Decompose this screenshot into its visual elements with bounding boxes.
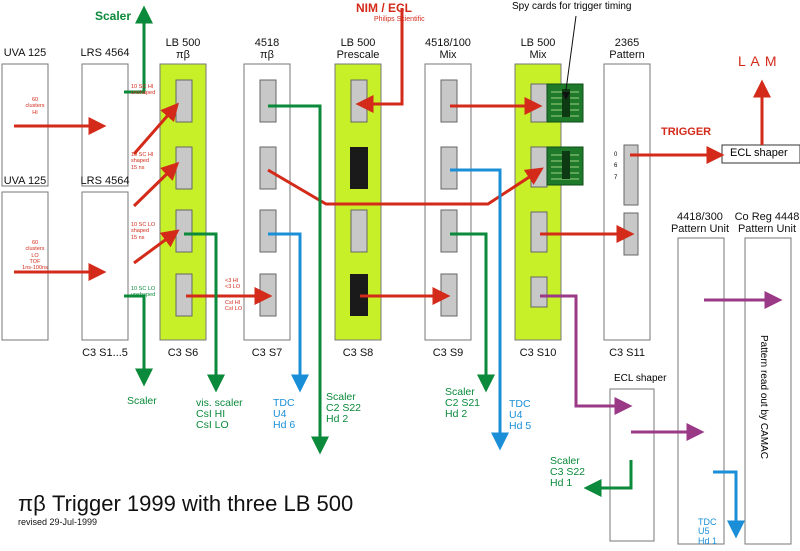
module-coreg-4448-pattern-unit: [744, 237, 792, 545]
arrow-vis-scaler: [184, 232, 225, 393]
module-lrs-4564-bottom: [81, 191, 129, 341]
label-scaler-top: Scaler: [95, 9, 132, 23]
title-4518-pibeta: 4518 πβ: [254, 37, 280, 61]
title-lb500-prescale: LB 500 Prescale: [336, 37, 380, 61]
label-trigger: TRIGGER: [661, 126, 712, 138]
arrow-cross-4518-to-lb3: [267, 167, 544, 206]
label-spy-cards: Spy cards for trigger timing: [512, 1, 632, 12]
label-sc-lo-shaped: 10 SC LO shaped 15 ns: [131, 222, 156, 241]
label-pattern-pins: 0 6 7: [614, 152, 618, 181]
prescale-block-2: [350, 274, 368, 316]
label-scaler-c2s21: Scaler C2 S21 Hd 2: [445, 386, 481, 421]
label-sc-lo-unshaped: 10 SC LO unshaped: [131, 286, 156, 299]
label-ecl-shaper-bottom: ECL shaper: [614, 373, 667, 384]
slot-label-c3-s7: C3 S7: [251, 347, 283, 359]
label-clusters-hi: 60 clusters HI: [25, 97, 45, 116]
slot-lb2-3: [350, 209, 368, 253]
slot-lb1-1: [175, 79, 193, 123]
spy-card-pointer-tip: [562, 92, 570, 100]
arrow-to-lb1-slot3: [133, 229, 180, 265]
module-4418-pattern-unit: [677, 237, 725, 545]
prescale-block-1: [350, 147, 368, 189]
spy-card-pointer: [565, 15, 577, 91]
slot-label-c3-s9: C3 S9: [432, 347, 464, 359]
title-4518-100-mix: 4518/100 Mix: [425, 37, 471, 61]
label-scaler-bottom: Scaler: [127, 395, 157, 407]
label-ecl-shaper-top: ECL shaper: [730, 147, 788, 159]
slot-label-c3-s11: C3 S11: [609, 347, 645, 359]
slot-label-c3-s6: C3 S6: [167, 347, 199, 359]
label-camac: Pattern read out by CAMAC: [758, 335, 769, 459]
label-sc-hi-unshaped: 10 SC HI unshaped: [131, 84, 156, 97]
label-nim-ecl: NIM / ECL: [356, 1, 412, 15]
arrow-nim-ecl: [355, 8, 404, 113]
arrow-scaler-c3s22: [583, 460, 633, 497]
arrow-to-lb1-slot2: [132, 161, 180, 208]
label-lam: L A M: [738, 53, 778, 69]
slot-mix-2: [440, 146, 458, 190]
title-4418-pattern-unit: 4418/300 Pattern Unit: [670, 211, 730, 235]
arrow-scaler-c2s22: [268, 104, 329, 455]
slot-label-c3-s1-5: C3 S1...5: [82, 347, 128, 359]
slot-lb2-1: [350, 79, 368, 123]
slot-lb1-2: [175, 146, 193, 190]
arrow-scaler-c2s21: [450, 232, 495, 393]
diagram-title: πβ Trigger 1999 with three LB 500: [18, 491, 354, 516]
slot-label-c3-s8: C3 S8: [342, 347, 374, 359]
arrow-lb3-to-ecl-shaper: [540, 294, 633, 415]
arrow-scaler-top: [124, 5, 153, 94]
spy-card-1: [546, 83, 584, 123]
label-scaler-c3s22: Scaler C3 S22 Hd 1: [550, 455, 586, 490]
slot-4518-3: [259, 209, 277, 253]
slot-lb1-3: [175, 209, 193, 253]
arrow-tdc-u5-hd1: [713, 470, 745, 539]
title-lb500-pibeta: LB 500 πβ: [165, 37, 201, 61]
title-lb500-mix: LB 500 Mix: [520, 37, 556, 61]
arrow-to-lb1-slot1: [132, 102, 179, 155]
label-tdc-u5-hd1: TDC U5 Hd 1: [698, 517, 718, 546]
label-philips: Philips Scientific: [374, 16, 425, 23]
label-scaler-c2s22: Scaler C2 S22 Hd 2: [326, 391, 362, 426]
label-vis-scaler: vis. scaler CsI HI CsI LO: [196, 397, 243, 432]
slot-lb3-3: [530, 211, 548, 253]
diagram-revised-date: revised 29-Jul-1999: [18, 517, 98, 527]
arrow-tdc-u4-hd5: [450, 168, 509, 451]
slot-lb3-4: [530, 276, 548, 308]
slot-4518-2: [259, 146, 277, 190]
title-coreg-4448-pattern-unit: Co Reg 4448 Pattern Unit: [734, 211, 800, 235]
slot-mix-3: [440, 209, 458, 253]
title-uva-125-top: UVA 125: [3, 47, 47, 59]
label-csi-pair-b: CsI HI CsI LO: [225, 300, 243, 313]
slot-2365-1: [623, 144, 639, 206]
label-sc-hi-shaped: 10 SC HI shaped 15 ns: [131, 152, 154, 171]
slot-lb3-1: [530, 83, 548, 123]
label-tdc-u4-hd6: TDC U4 Hd 6: [273, 397, 296, 432]
slot-label-c3-s10: C3 S10: [519, 347, 557, 359]
slot-lb3-2: [530, 146, 548, 188]
title-uva-125-bottom: UVA 125: [3, 175, 47, 187]
label-tdc-u4-hd5: TDC U4 Hd 5: [509, 398, 532, 433]
arrow-scaler-bottom: [124, 294, 153, 387]
label-csi-pair-a: <3 HI <3 LO: [225, 278, 241, 291]
spy-card-2: [546, 146, 584, 186]
arrow-tdc-u4-hd6: [268, 232, 309, 393]
title-lrs-4564-bottom: LRS 4564: [80, 175, 130, 187]
slot-4518-1: [259, 79, 277, 123]
module-uva-125-bottom: [1, 191, 49, 341]
slot-mix-1: [440, 79, 458, 123]
label-clusters-lo: 60 clusters LO TOF 1ns-100ns: [22, 240, 48, 272]
title-2365-pattern: 2365 Pattern: [609, 37, 645, 61]
title-lrs-4564-top: LRS 4564: [80, 47, 130, 59]
